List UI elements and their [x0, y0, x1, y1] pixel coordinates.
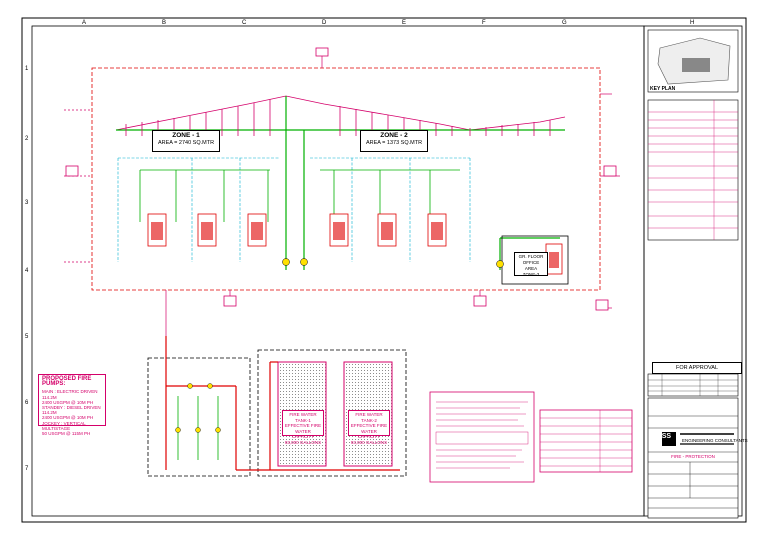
col-label-f: F — [482, 20, 486, 26]
approval-stamp: FOR APPROVAL — [652, 362, 742, 374]
pump-valves — [175, 383, 221, 433]
col-label-d: D — [322, 20, 327, 26]
tank-2-line4: 93,000 GALLONS — [350, 439, 388, 445]
fire-pumps-box: PROPOSED FIRE PUMPS: MAIN : ELECTRIC DRI… — [38, 374, 106, 436]
reference-table-rows — [540, 410, 632, 472]
pump-room — [147, 357, 251, 477]
fire-pumps-line1: MAIN : ELECTRIC DRIVEN 114.2M — [42, 389, 98, 400]
ring-main — [64, 54, 620, 336]
fire-pumps-line5: JOCKEY : VERTICAL MULTISTAGE — [42, 420, 86, 431]
tank-1-line4: 93,000 GALLONS — [284, 439, 322, 445]
col-label-e: E — [402, 20, 407, 26]
valves — [282, 258, 504, 268]
row-label-2: 2 — [25, 136, 29, 142]
fire-pumps-line3: STANDBY : DIESEL DRIVEN 114.2M — [42, 405, 101, 416]
col-label-b: B — [162, 20, 167, 26]
pump-piping — [165, 336, 400, 471]
fire-pumps-line4: 2400 USGPM @ 10M PH — [42, 415, 94, 421]
fire-pumps-line6: 50 USGPM @ 115M PH — [42, 431, 91, 437]
hydrants — [65, 47, 617, 311]
company-name: ENGINEERING CONSULTANTS — [682, 438, 748, 443]
row-label-4: 4 — [25, 268, 29, 274]
building-outline — [91, 67, 601, 291]
key-plan-building — [682, 58, 710, 72]
revision-table — [647, 373, 739, 397]
drawing-title: FIRE - PROTECTION — [671, 454, 715, 459]
company-logo-text: CESS — [652, 433, 672, 440]
zone-1-label: ZONE - 1 AREA = 2740 SQ.MTR — [152, 130, 220, 152]
branch-drops — [139, 169, 460, 222]
tank-2-line2: EFFECTIVE FIRE — [350, 423, 388, 428]
key-plan-label: KEY PLAN — [650, 86, 676, 92]
row-label-6: 6 — [25, 400, 29, 406]
tank-2-line1: FIRE WATER TANK-2 — [355, 412, 383, 423]
tank-1-line3: WATER CAPACITY — [291, 428, 315, 440]
tank-2-line3: WATER CAPACITY — [357, 428, 381, 440]
fire-pumps-line2: 2400 USGPM @ 10M PH — [42, 399, 94, 405]
row-label-1: 1 — [25, 66, 29, 72]
notes-lines — [435, 401, 529, 469]
col-label-c: C — [242, 20, 247, 26]
zone-1-title: ZONE - 1 — [172, 132, 200, 139]
col-label-h: H — [690, 20, 695, 26]
outer-border — [21, 17, 747, 523]
tank-2-caption: FIRE WATER TANK-2 EFFECTIVE FIRE WATER C… — [348, 410, 390, 445]
general-notes — [429, 391, 535, 483]
tank-1-line1: FIRE WATER TANK-1 — [289, 412, 317, 423]
roof-line — [115, 95, 566, 131]
zone-1-area: AREA = 2740 SQ.MTR — [157, 140, 215, 146]
zone-3-label: GR. FLOOR OFFICE AREA ZONE-3 — [514, 252, 548, 277]
zone-2-title: ZONE - 2 — [380, 132, 408, 139]
col-label-a: A — [82, 20, 87, 26]
tank-enclosure — [257, 349, 407, 477]
hose-cabinet-fill — [151, 222, 559, 268]
fire-pumps-title: PROPOSED FIRE PUMPS: — [42, 376, 92, 388]
reference-table — [539, 409, 633, 473]
row-label-5: 5 — [25, 334, 29, 340]
zone-2-area: AREA = 1373 SQ.MTR — [365, 140, 423, 146]
legend-table — [647, 99, 739, 241]
tank-1-caption: FIRE WATER TANK-1 EFFECTIVE FIRE WATER C… — [282, 410, 324, 445]
col-label-g: G — [562, 20, 567, 26]
tank-1-line2: EFFECTIVE FIRE — [284, 423, 322, 428]
office-outline — [501, 235, 569, 285]
row-label-7: 7 — [25, 466, 29, 472]
zone-2-label: ZONE - 2 AREA = 1373 SQ.MTR — [360, 130, 428, 152]
zone-3-line3: ZONE-3 — [522, 272, 540, 277]
zone-3-line2: OFFICE AREA — [522, 260, 540, 271]
row-label-3: 3 — [25, 200, 29, 206]
legend-rows — [648, 100, 738, 240]
company-logo — [662, 432, 676, 446]
zone-3-line1: GR. FLOOR — [518, 254, 544, 259]
branch-lines — [117, 157, 471, 262]
